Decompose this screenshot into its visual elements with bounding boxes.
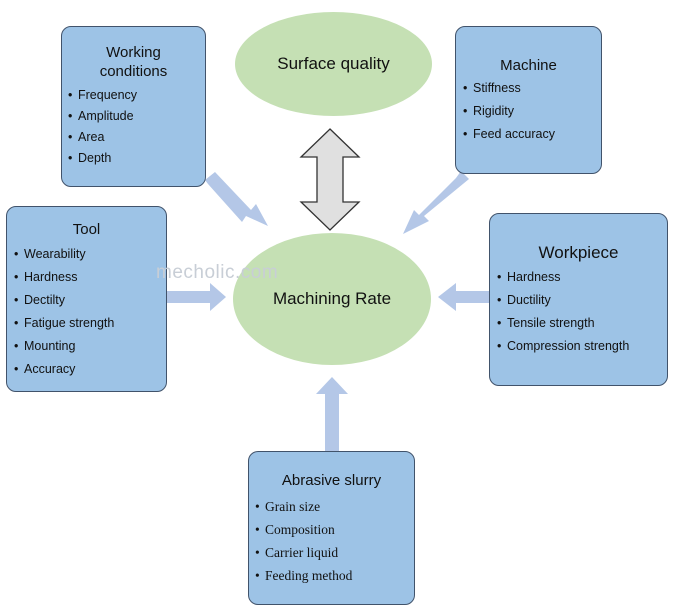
list-item: Hardness bbox=[14, 270, 166, 293]
list-item: Composition bbox=[255, 522, 414, 545]
machining-rate-label: Machining Rate bbox=[272, 289, 392, 308]
arrow-tool-to-center bbox=[167, 283, 226, 311]
list-item: Compression strength bbox=[497, 339, 667, 362]
list-item: Amplitude bbox=[68, 109, 205, 130]
list-item: Tensile strength bbox=[497, 316, 667, 339]
list-item: Area bbox=[68, 130, 205, 151]
working-conditions-title-line2: conditions bbox=[99, 63, 168, 80]
abrasive-slurry-title: Abrasive slurry bbox=[281, 472, 382, 489]
list-item: Depth bbox=[68, 151, 205, 172]
machine-title: Machine bbox=[500, 57, 557, 74]
list-item: Rigidity bbox=[463, 104, 601, 127]
list-item: Mounting bbox=[14, 339, 166, 362]
double-arrow-surface-quality-machining-rate bbox=[299, 128, 361, 231]
working-conditions-list: Frequency Amplitude Area Depth bbox=[68, 88, 205, 172]
workpiece-title: Workpiece bbox=[538, 243, 619, 262]
workpiece-box: Workpiece Hardness Ductility Tensile str… bbox=[489, 213, 668, 386]
list-item: Feeding method bbox=[255, 568, 414, 591]
tool-box: Tool Wearability Hardness Dectilty Fatig… bbox=[6, 206, 167, 392]
list-item: Ductility bbox=[497, 293, 667, 316]
list-item: Grain size bbox=[255, 499, 414, 522]
list-item: Fatigue strength bbox=[14, 316, 166, 339]
abrasive-slurry-list: Grain size Composition Carrier liquid Fe… bbox=[255, 499, 414, 591]
list-item: Stiffness bbox=[463, 81, 601, 104]
watermark: mecholic.com bbox=[156, 262, 279, 283]
machine-box: Machine Stiffness Rigidity Feed accuracy bbox=[455, 26, 602, 174]
arrow-abrasive-slurry-to-center bbox=[316, 377, 348, 451]
arrow-workpiece-to-center bbox=[438, 283, 490, 311]
list-item: Accuracy bbox=[14, 362, 166, 385]
working-conditions-title: Working conditions bbox=[62, 43, 205, 81]
arrow-machine-to-center bbox=[403, 171, 469, 234]
list-item: Frequency bbox=[68, 88, 205, 109]
arrow-working-conditions-to-center bbox=[205, 172, 268, 226]
working-conditions-title-line1: Working bbox=[106, 44, 161, 61]
tool-list: Wearability Hardness Dectilty Fatigue st… bbox=[14, 247, 166, 385]
surface-quality-ellipse: Surface quality bbox=[235, 12, 432, 116]
list-item: Hardness bbox=[497, 270, 667, 293]
tool-title: Tool bbox=[72, 221, 101, 238]
list-item: Carrier liquid bbox=[255, 545, 414, 568]
list-item: Wearability bbox=[14, 247, 166, 270]
list-item: Feed accuracy bbox=[463, 127, 601, 150]
abrasive-slurry-box: Abrasive slurry Grain size Composition C… bbox=[248, 451, 415, 605]
machine-list: Stiffness Rigidity Feed accuracy bbox=[463, 81, 601, 150]
working-conditions-box: Working conditions Frequency Amplitude A… bbox=[61, 26, 206, 187]
machining-rate-ellipse: Machining Rate bbox=[233, 233, 431, 365]
surface-quality-label: Surface quality bbox=[277, 54, 390, 73]
workpiece-list: Hardness Ductility Tensile strength Comp… bbox=[497, 270, 667, 362]
list-item: Dectilty bbox=[14, 293, 166, 316]
